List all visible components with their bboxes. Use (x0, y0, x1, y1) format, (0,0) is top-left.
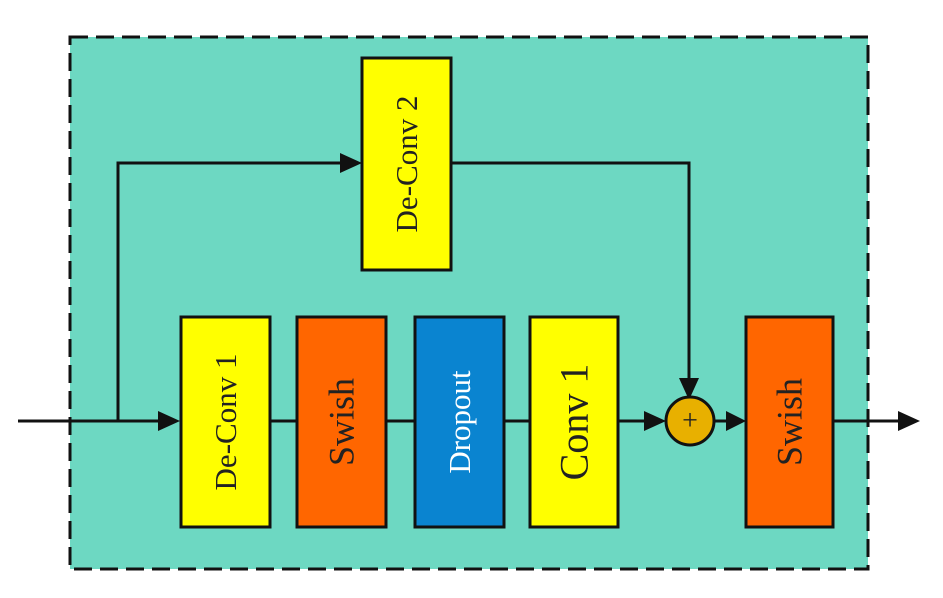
deconv1-box (179, 315, 272, 529)
deconv2-to-adder-edge (451, 161, 691, 380)
swish2-label: Swish (770, 378, 810, 466)
deconv1-block: De-Conv 1 (179, 315, 272, 529)
swish2-block: Swish (744, 315, 835, 529)
swish1-block: Swish (295, 315, 388, 529)
connections (18, 153, 920, 431)
conv1-block: Conv 1 (528, 315, 620, 529)
dropout-block: Dropout (413, 315, 506, 529)
skip-path-edge (116, 161, 342, 421)
conv1-label: Conv 1 (552, 364, 597, 481)
dropout-box (413, 315, 506, 529)
deconv2-block: De-Conv 2 (360, 56, 453, 272)
arrowhead-deconv1 (158, 411, 180, 431)
arrowhead-swish2 (726, 411, 746, 431)
swish1-label: Swish (322, 378, 362, 466)
deconv2-box (360, 56, 453, 272)
conv1-box (528, 315, 620, 529)
dropout-label: Dropout (442, 370, 477, 474)
arrowhead-output (898, 411, 920, 431)
arrowhead-deconv2 (340, 153, 362, 173)
deconv2-label: De-Conv 2 (389, 96, 424, 233)
adder-circle (664, 395, 716, 447)
adder-symbol: + (682, 406, 698, 437)
swish2-box (744, 315, 835, 529)
swish1-box (295, 315, 388, 529)
adder-node: + (664, 395, 716, 447)
arrowhead-adder-top (679, 378, 699, 400)
deconv1-label: De-Conv 1 (208, 354, 243, 491)
arrowhead-adder-left (644, 411, 666, 431)
